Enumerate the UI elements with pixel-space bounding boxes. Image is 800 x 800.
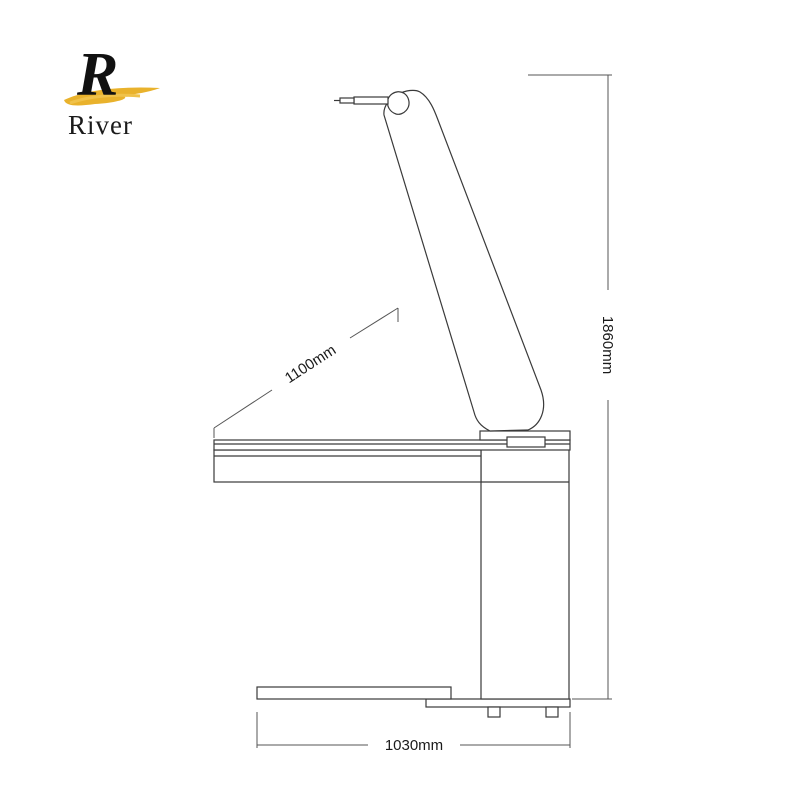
arm-head [386,91,410,115]
foot-right [545,706,559,718]
brand-logo: R River [64,41,160,140]
steam-nozzle [353,96,389,105]
logo-letter: R [76,41,118,109]
height-label: 1860mm [599,316,616,374]
base-plate [425,698,571,708]
brand-name: River [68,110,133,140]
board-length-label: 1100mm [282,342,339,387]
width-label: 1030mm [385,737,443,754]
foot-left [487,706,501,718]
foot-pedal [256,686,452,700]
dimension-width: 1030mm [256,712,571,754]
ironing-board [213,439,571,451]
arm-mount-block [506,436,546,448]
support-column [480,445,570,700]
board-dim-line-upper [349,307,399,339]
machine-outline [213,89,571,718]
dimension-height: 1860mm [528,74,616,700]
dimension-board-length: 1100mm [213,307,399,438]
logo-brush-tail [69,93,141,105]
steam-nozzle-tip [339,97,355,104]
board-housing [213,449,482,483]
board-dim-line-lower [213,389,273,429]
swing-arm [383,89,545,432]
